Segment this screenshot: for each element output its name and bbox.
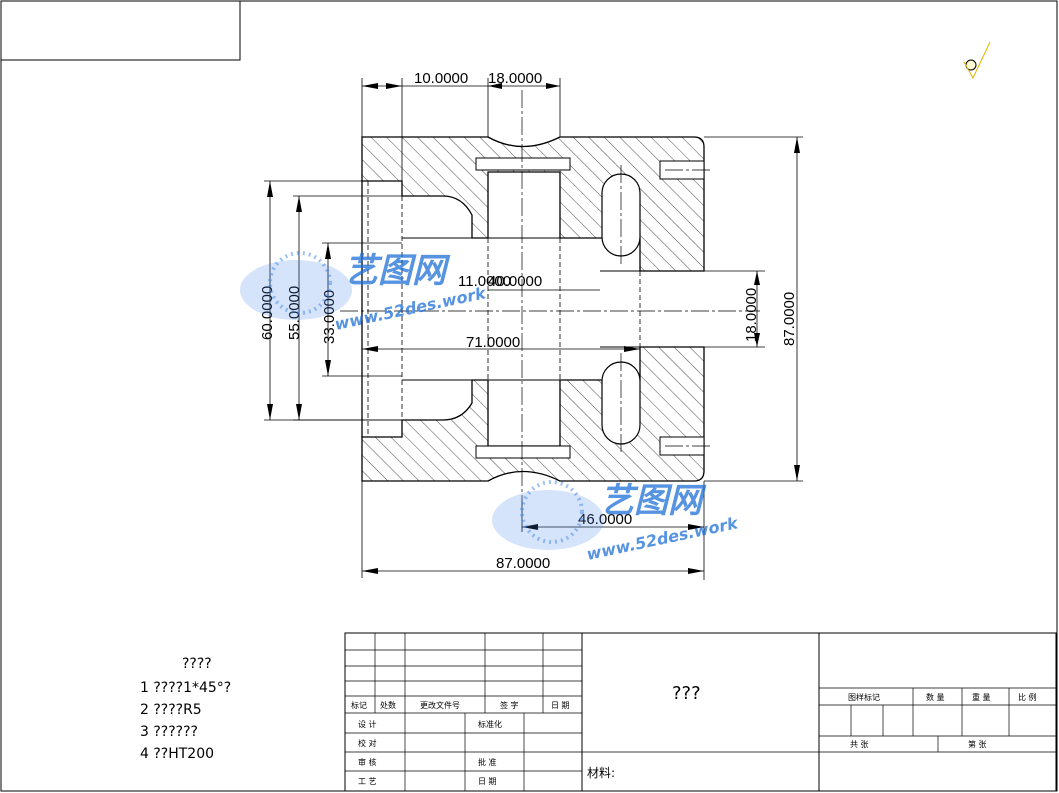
part-section [340,90,760,500]
dim-d60: 60.0000 [259,286,276,340]
watermark-brand: 艺图网 [344,251,451,291]
dim-inner-a: 11.0000 [458,273,511,290]
dim-d18: 18.0000 [743,288,760,342]
rev-header-sign: 签 字 [500,700,519,710]
dim-d55: 55.0000 [286,286,303,340]
name-box [0,0,241,61]
dim-width87: 87.0000 [496,555,550,572]
label-sheet-no: 第 张 [968,739,987,749]
rev-header-count: 处数 [380,700,396,710]
label-stage-mark: 图样标记 [848,692,880,702]
rev-header-date: 日 期 [551,701,570,710]
part-name: ??? [672,683,701,704]
note-4: 4 ??HT200 [140,746,214,762]
label-date: 日 期 [478,777,497,786]
label-review: 审 核 [358,757,377,767]
watermark-brand-2: 艺图网 [600,481,707,521]
dimension-labels: 10.0000 18.0000 11.0000 40.0000 71.0000 … [259,70,798,572]
title-block [344,632,1057,792]
label-process: 工 艺 [358,777,377,786]
dim-top-b: 18.0000 [488,70,542,87]
dimension-arrows [267,83,800,574]
label-standard: 标准化 [478,719,502,729]
material-label: 材料: [587,766,615,780]
notes-heading: ???? [182,656,212,672]
label-approve: 批 准 [478,757,497,767]
title-block-text: 标记 处数 更改文件号 签 字 日 期 设 计 标准化 校 对 审 核 批 准 … [351,683,1037,786]
note-2: 2 ????R5 [140,702,202,718]
roughness-symbol-icon [963,41,991,80]
dimension-lines [264,78,803,580]
dim-top-a: 10.0000 [414,70,468,87]
label-quantity: 数 量 [926,692,945,702]
label-design: 设 计 [358,719,377,729]
label-scale: 比 例 [1018,692,1037,702]
lower-hatch [362,347,704,481]
label-weight: 重 量 [972,692,991,702]
label-proofread: 校 对 [358,738,377,748]
dim-height87: 87.0000 [781,292,798,346]
dim-inner-b: 40.0000 [488,273,542,290]
watermark-logo-1: 艺图网 www.52des.work [240,251,489,334]
upper-outline [361,136,705,272]
label-total-sheets: 共 张 [850,740,869,749]
dim-bottom46: 46.0000 [578,511,632,528]
dim-shaft: 71.0000 [466,334,520,351]
technical-notes: ???? 1 ????1*45°? 2 ????R5 3 ?????? 4 ??… [140,656,231,762]
dim-d33: 33.0000 [321,290,338,344]
note-3: 3 ?????? [140,724,198,740]
lower-outline [361,346,705,482]
note-1: 1 ????1*45°? [140,680,231,696]
rev-header-mark: 标记 [351,700,367,710]
rev-header-doc: 更改文件号 [420,700,460,710]
